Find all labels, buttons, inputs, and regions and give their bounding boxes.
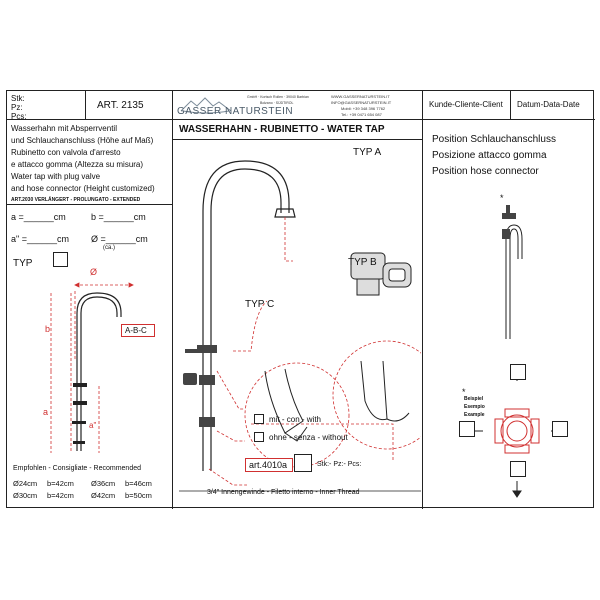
divider: [172, 91, 173, 509]
rec-height: b=42cm: [47, 479, 74, 488]
quantity-label: Stk:- Pz:- Pcs:: [317, 461, 362, 468]
brand-name: GASSER NATURSTEIN: [177, 106, 294, 117]
rec-height: b=42cm: [47, 491, 74, 500]
divider: [172, 119, 422, 120]
diameter-symbol: Ø: [90, 267, 98, 277]
quantity-input-box[interactable]: [294, 454, 312, 472]
dimension-a2-label: a": [89, 421, 97, 430]
abc-type-box: A-B-C: [121, 324, 155, 337]
without-valve-checkbox[interactable]: [254, 432, 264, 442]
date-label: Datum-Data-Date: [517, 100, 580, 109]
website-link[interactable]: WWW.GASSERNATURSTEIN.IT: [331, 94, 390, 99]
rec-diameter: Ø30cm: [13, 491, 38, 500]
abc-label: A-B-C: [125, 326, 147, 335]
tap-dimension-diagram: [37, 271, 167, 456]
position-left-box[interactable]: [459, 421, 475, 437]
pz-label: Pz:: [11, 103, 23, 112]
address-line: GmbH · Kortsch Rollen · 39040 Barbian: [247, 95, 309, 99]
pcs-label: Pcs:: [11, 112, 27, 121]
article-code: art.4010a: [249, 460, 288, 470]
mobile-number: Mobil: +39 348 396 7762: [341, 106, 386, 111]
without-valve-label: ohne - senza - without: [269, 433, 348, 442]
divider: [510, 91, 511, 119]
rec-diameter: Ø36cm: [91, 479, 116, 488]
divider: [7, 204, 172, 205]
mountain-logo-icon: [179, 95, 234, 117]
dimension-b-label: b: [45, 324, 51, 334]
typ-a-label: TYP A: [353, 147, 382, 158]
divider: [422, 91, 423, 509]
side-tap-diagram: [492, 199, 532, 339]
email-link[interactable]: INFO@GASSERNATURSTEIN.IT: [331, 100, 392, 105]
thread-note: 3/4" Innengewinde - Filetto interno - In…: [207, 489, 360, 496]
description-line: e attacco gomma (Altezza su misura): [11, 160, 144, 169]
tap-technical-drawing: [173, 141, 421, 507]
typ-label: TYP: [13, 258, 33, 269]
example-label: Beispiel: [464, 396, 484, 402]
field-a[interactable]: a =______cm: [11, 212, 66, 222]
field-diameter[interactable]: Ø =______cm: [91, 234, 148, 244]
example-label: Esempio: [464, 404, 485, 410]
diameter-note: (ca.): [103, 245, 115, 251]
article-number: ART. 2135: [97, 100, 144, 111]
recommended-title: Empfohlen - Consigliate - Recommended: [13, 465, 142, 472]
description-line: and hose connector (Height customized): [11, 184, 155, 193]
stk-label: Stk:: [11, 94, 25, 103]
divider: [172, 139, 422, 140]
description-line: Wasserhahn mit Absperrventil: [11, 124, 117, 133]
position-top-box[interactable]: [510, 364, 526, 380]
position-bottom-box[interactable]: [510, 461, 526, 477]
dimension-a-label: a: [43, 407, 49, 417]
example-asterisk: *: [462, 387, 466, 397]
address-line: Bolzano · SÜDTIROL: [260, 101, 294, 105]
divider: [422, 119, 595, 120]
position-right-box[interactable]: [552, 421, 568, 437]
phone-number: Tel.: +39 0471 654 087: [341, 112, 382, 117]
rec-diameter: Ø24cm: [13, 479, 38, 488]
rec-height: b=46cm: [125, 479, 152, 488]
divider: [85, 91, 86, 119]
description-line: und Schlauchanschluss (Höhe auf Maß): [11, 136, 154, 145]
customer-label: Kunde-Cliente-Client: [429, 100, 503, 109]
field-b[interactable]: b =______cm: [91, 212, 146, 222]
article-code-box: art.4010a: [245, 458, 293, 472]
position-line: Position hose connector: [432, 166, 539, 177]
with-valve-checkbox[interactable]: [254, 414, 264, 424]
divider: [7, 119, 172, 120]
field-a2[interactable]: a" =______cm: [11, 234, 69, 244]
example-label: Example: [464, 412, 485, 418]
extension-note: ART.2030 VERLÄNGERT - PROLUNGATO - EXTEN…: [11, 197, 141, 203]
asterisk-marker: *: [500, 193, 504, 203]
drawing-sheet: Stk: Pz: Pcs: ART. 2135 GASSER NATURSTEI…: [6, 90, 595, 509]
typ-input-box[interactable]: [53, 252, 68, 267]
description-line: Water tap with plug valve: [11, 172, 101, 181]
rec-diameter: Ø42cm: [91, 491, 116, 500]
typ-c-label: TYP C: [245, 299, 275, 310]
description-line: Rubinetto con valvola d'arresto: [11, 148, 121, 157]
rec-height: b=50cm: [125, 491, 152, 500]
with-valve-label: mit - con - with: [269, 415, 322, 424]
position-line: Posizione attacco gomma: [432, 150, 547, 161]
position-line: Position Schlauchanschluss: [432, 134, 556, 145]
main-title: WASSERHAHN - RUBINETTO - WATER TAP: [179, 124, 385, 135]
typ-b-label: TYP B: [348, 257, 377, 268]
